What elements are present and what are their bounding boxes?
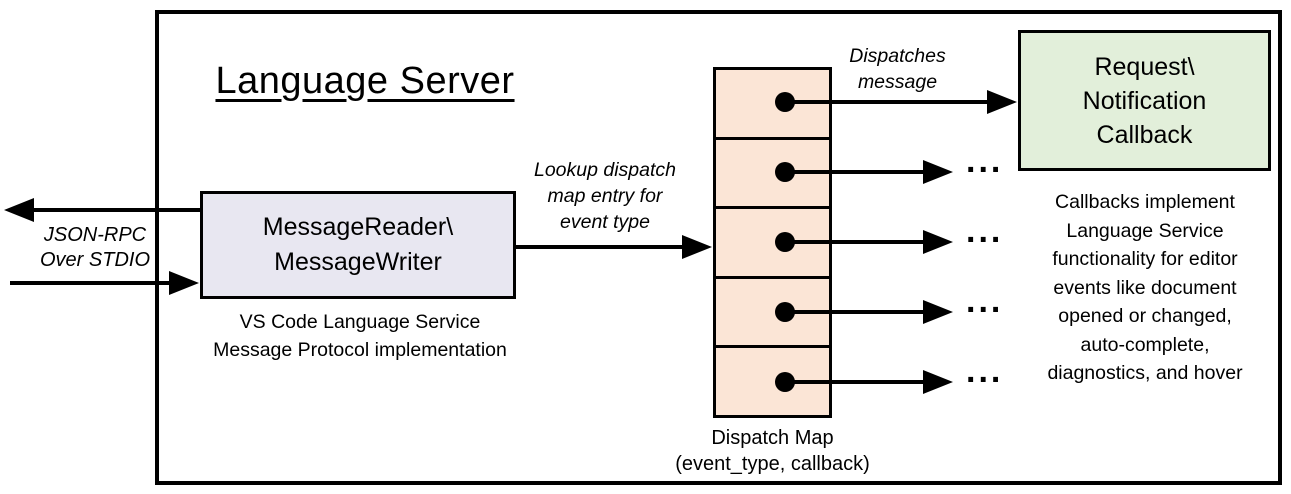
dispatch-map-cell	[716, 209, 829, 279]
dispatch-map-cell	[716, 70, 829, 140]
request-notification-callback-box: Request\ Notification Callback	[1018, 30, 1271, 171]
dispatch-map-cell	[716, 348, 829, 415]
ellipsis-row-2: ...	[966, 142, 1004, 180]
callbacks-caption: Callbacks implement Language Service fun…	[1047, 191, 1243, 384]
json-rpc-stdio-label: JSON-RPC Over STDIO	[39, 224, 150, 271]
dispatches-message-label: Dispatches message	[849, 45, 946, 93]
message-reader-writer-box: MessageReader\ MessageWriter	[200, 191, 516, 299]
message-reader-writer-caption: VS Code Language Service Message Protoco…	[213, 311, 507, 361]
ellipsis-row-3: ...	[966, 212, 1004, 250]
diagram-title: Language Server	[215, 60, 515, 102]
language-server-box	[155, 10, 1282, 485]
lookup-dispatch-label: Lookup dispatch map entry for event type	[533, 159, 677, 233]
dispatch-map-caption: Dispatch Map (event_type, callback)	[675, 427, 870, 475]
ellipsis-row-5: ...	[966, 352, 1004, 390]
dispatch-map-cell	[716, 140, 829, 210]
dispatch-map-cell	[716, 279, 829, 349]
ellipsis-row-4: ...	[966, 282, 1004, 320]
dispatch-map	[713, 67, 832, 418]
